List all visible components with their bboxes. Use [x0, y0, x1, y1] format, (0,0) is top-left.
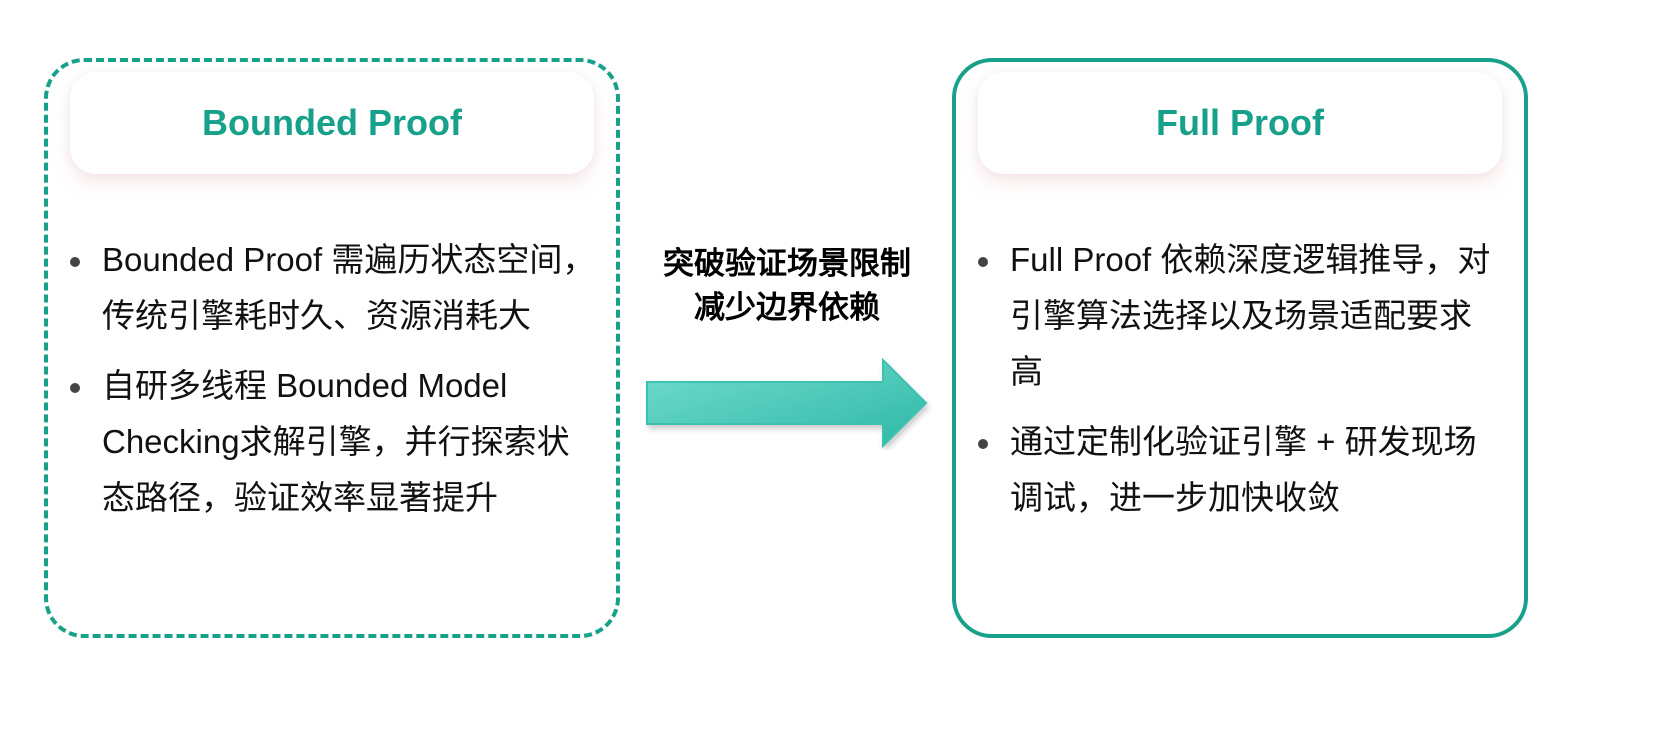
transition-label: 突破验证场景限制 减少边界依赖 [640, 242, 934, 330]
bounded-proof-panel: Bounded Proof Bounded Proof 需遍历状态空间，传统引擎… [44, 58, 620, 638]
list-item: Full Proof 依赖深度逻辑推导，对引擎算法选择以及场景适配要求高 [978, 232, 1504, 400]
bounded-proof-list: Bounded Proof 需遍历状态空间，传统引擎耗时久、资源消耗大 自研多线… [68, 232, 596, 540]
right-arrow-icon [646, 358, 928, 449]
full-proof-list: Full Proof 依赖深度逻辑推导，对引擎算法选择以及场景适配要求高 通过定… [976, 232, 1504, 540]
list-item: 通过定制化验证引擎 + 研发现场调试，进一步加快收敛 [978, 414, 1504, 526]
list-item: Bounded Proof 需遍历状态空间，传统引擎耗时久、资源消耗大 [70, 232, 596, 344]
full-proof-title: Full Proof [978, 72, 1502, 174]
bounded-proof-title: Bounded Proof [70, 72, 594, 174]
transition-label-line2: 减少边界依赖 [694, 290, 880, 325]
transition-label-line1: 突破验证场景限制 [663, 246, 911, 281]
full-proof-panel: Full Proof Full Proof 依赖深度逻辑推导，对引擎算法选择以及… [952, 58, 1528, 638]
list-item: 自研多线程 Bounded Model Checking求解引擎，并行探索状态路… [70, 358, 596, 526]
